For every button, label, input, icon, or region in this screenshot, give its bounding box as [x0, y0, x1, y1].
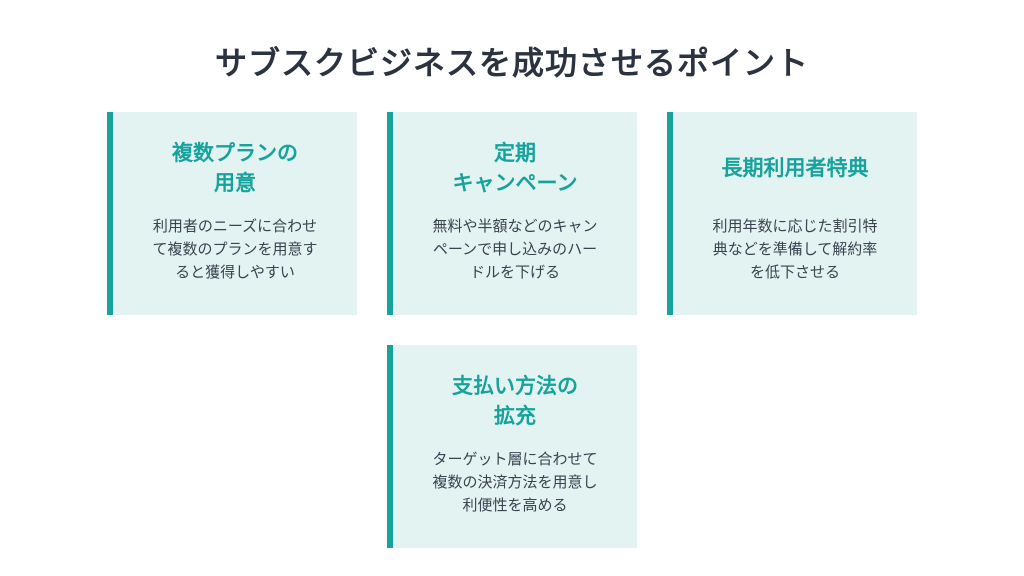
- card-description: ターゲット層に合わせて 複数の決済方法を用意し 利便性を高める: [432, 450, 598, 514]
- card-description: 利用者のニーズに合わせ て複数のプランを用意す ると獲得しやすい: [152, 217, 318, 281]
- card-title: 定期 キャンペーン: [452, 141, 578, 195]
- point-card-multiple-plans: 複数プランの 用意 利用者のニーズに合わせ て複数のプランを用意す ると獲得しや…: [107, 112, 357, 315]
- card-title: 複数プランの 用意: [172, 141, 298, 195]
- point-card-payment-methods: 支払い方法の 拡充 ターゲット層に合わせて 複数の決済方法を用意し 利便性を高め…: [387, 345, 637, 548]
- point-card-long-term-benefits: 長期利用者特典 利用年数に応じた割引特 典などを準備して解約率 を低下させる: [667, 112, 917, 315]
- card-description: 利用年数に応じた割引特 典などを準備して解約率 を低下させる: [712, 217, 878, 281]
- card-description: 無料や半額などのキャン ペーンで申し込みのハー ドルを下げる: [432, 217, 598, 281]
- page-title: サブスクビジネスを成功させるポイント: [214, 44, 809, 82]
- card-title: 長期利用者特典: [721, 156, 869, 180]
- point-card-campaign: 定期 キャンペーン 無料や半額などのキャン ペーンで申し込みのハー ドルを下げる: [387, 112, 637, 315]
- card-title: 支払い方法の 拡充: [452, 374, 578, 428]
